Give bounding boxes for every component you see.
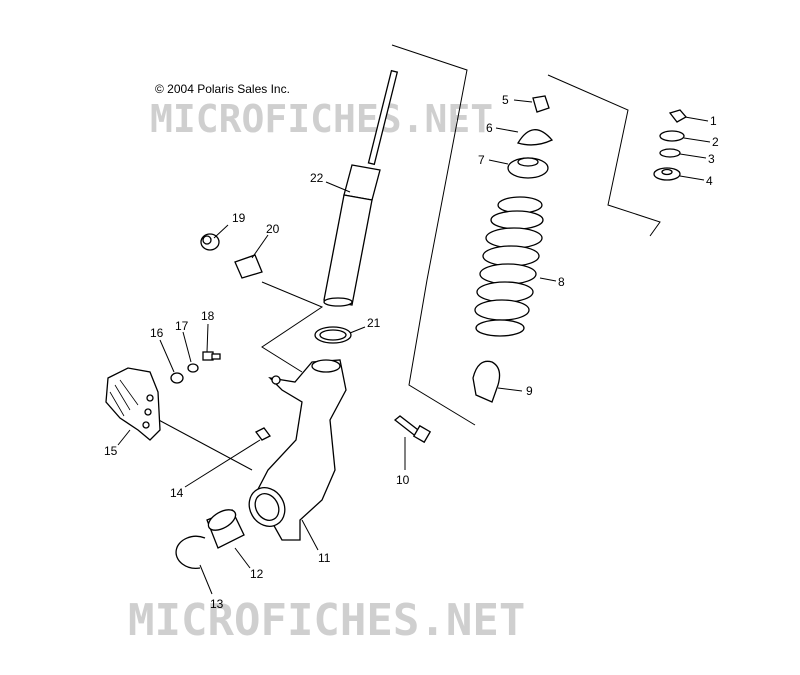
part-13-snap-ring <box>175 535 206 569</box>
part-16-washer <box>170 372 184 384</box>
callout-7: 7 <box>478 153 485 167</box>
part-14-bolt <box>255 427 271 441</box>
callout-18: 18 <box>201 309 215 323</box>
part-7-retainer-top <box>517 157 539 167</box>
part-20-clip <box>234 254 263 279</box>
part-18-bolt <box>202 351 221 361</box>
part-8-coil-spring <box>474 196 544 337</box>
callout-3: 3 <box>708 152 715 166</box>
part-10-bolt <box>393 415 432 444</box>
copyright-text: © 2004 Polaris Sales Inc. <box>155 82 290 96</box>
part-3-washer <box>659 148 681 158</box>
callout-21: 21 <box>367 316 381 330</box>
watermark-bottom: MICROFICHES.NET <box>128 595 525 646</box>
part-2-washer <box>659 130 685 142</box>
watermark-top: MICROFICHES.NET <box>150 97 493 141</box>
part-9-bump-stop <box>472 360 501 403</box>
callout-15: 15 <box>104 444 118 458</box>
callout-4: 4 <box>706 174 713 188</box>
caliper-leader-line <box>154 417 253 471</box>
part-17-washer <box>187 363 199 373</box>
callout-14: 14 <box>170 486 184 500</box>
callout-9: 9 <box>526 384 533 398</box>
part-4-bushing-hole <box>661 168 673 176</box>
top-mount-bracket <box>547 74 661 237</box>
strut-to-knuckle-line <box>261 281 324 373</box>
callout-8: 8 <box>558 275 565 289</box>
callout-16: 16 <box>150 326 164 340</box>
part-12-bearing <box>206 509 245 549</box>
callout-19: 19 <box>232 211 246 225</box>
part-22-strut <box>323 69 399 307</box>
part-15-caliper <box>105 367 161 441</box>
strut-assembly-bracket <box>391 44 476 426</box>
part-1-nut <box>668 109 688 123</box>
callout-11: 11 <box>318 551 331 565</box>
callout-13: 13 <box>210 597 224 611</box>
leader-lines <box>117 99 711 595</box>
callout-5: 5 <box>502 93 509 107</box>
callout-1: 1 <box>710 114 717 128</box>
callout-22: 22 <box>310 171 324 185</box>
callout-20: 20 <box>266 222 280 236</box>
part-5-nut <box>532 95 550 113</box>
part-21-seal-ring-inner <box>319 329 347 341</box>
callout-10: 10 <box>396 473 410 487</box>
callout-12: 12 <box>250 567 264 581</box>
part-6-upper-seat <box>517 129 554 146</box>
callout-2: 2 <box>712 135 719 149</box>
callout-17: 17 <box>175 319 189 333</box>
callout-6: 6 <box>486 121 493 135</box>
part-11-knuckle <box>248 359 347 541</box>
